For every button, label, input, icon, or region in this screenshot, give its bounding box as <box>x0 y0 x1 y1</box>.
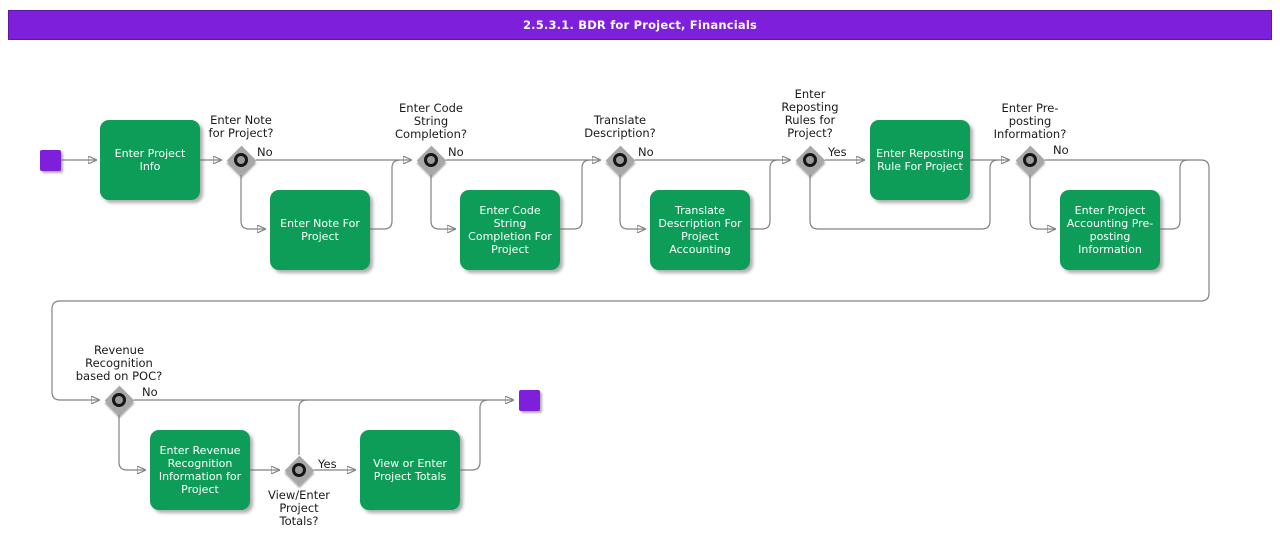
activity-enter-project-accounting-pre-posting-information: Enter Project Accounting Pre- posting In… <box>1060 190 1160 270</box>
activity-view-or-enter-project-totals: View or Enter Project Totals <box>360 430 460 510</box>
connector-decision4-bypass <box>809 159 999 230</box>
question-revenue-recognition-based-on-poc: Revenue Recognition based on POC? <box>75 343 163 383</box>
decision-circle-icon <box>803 153 817 167</box>
question-enter-note-for-project: Enter Note for Project? <box>208 113 274 140</box>
branch-label-yes-4: Yes <box>828 145 847 159</box>
branch-label-no-3: No <box>638 145 654 159</box>
connector-decision6-to-revenue-box <box>118 415 145 470</box>
activity-enter-project-info: Enter Project Info <box>100 120 200 200</box>
decision-circle-icon <box>613 153 627 167</box>
end-node <box>519 390 540 411</box>
activity-enter-note-for-project: Enter Note For Project <box>270 190 370 270</box>
connector-decision2-to-code-string-box <box>430 175 455 229</box>
question-enter-pre-posting-information: Enter Pre- posting Information? <box>993 101 1067 141</box>
decision-circle-icon <box>1023 153 1037 167</box>
connector-enter-note-box-merge <box>370 159 401 230</box>
connector-decision5-to-preposting-box <box>1029 175 1055 229</box>
decision-circle-icon <box>292 463 306 477</box>
diagram-title: 2.5.3.1. BDR for Project, Financials <box>522 18 758 32</box>
decision-enter-note-for-project <box>226 145 256 175</box>
decision-revenue-recognition-based-on-poc <box>104 385 134 415</box>
question-view-enter-project-totals: View/Enter Project Totals? <box>267 488 331 528</box>
question-enter-code-string-completion: Enter Code String Completion? <box>395 101 467 141</box>
branch-label-no-2: No <box>448 145 464 159</box>
decision-enter-pre-posting-information <box>1015 145 1045 175</box>
activity-translate-description-for-project-accounting: Translate Description For Project Accoun… <box>650 190 750 270</box>
connector-decision1-to-enter-note-box <box>240 175 265 229</box>
activity-enter-code-string-completion-for-project: Enter Code String Completion For Project <box>460 190 560 270</box>
question-translate-description: Translate Description? <box>584 113 656 140</box>
branch-label-no-1: No <box>257 145 273 159</box>
connector-code-string-box-merge <box>560 159 591 230</box>
connector-decision3-to-translate-box <box>619 175 645 229</box>
decision-circle-icon <box>112 393 126 407</box>
start-node <box>40 150 61 171</box>
connector-decision7-no-merge-up <box>298 399 308 455</box>
activity-enter-revenue-recognition-information-for-project: Enter Revenue Recognition Information fo… <box>150 430 250 510</box>
decision-circle-icon <box>424 153 438 167</box>
connector-totals-box-merge-to-end <box>460 399 489 471</box>
decision-circle-icon <box>234 153 248 167</box>
branch-label-no-6: No <box>142 385 158 399</box>
branch-label-yes-7: Yes <box>318 457 337 471</box>
decision-enter-reposting-rules-for-project <box>795 145 825 175</box>
title-bar: 2.5.3.1. BDR for Project, Financials <box>8 10 1272 40</box>
decision-translate-description <box>605 145 635 175</box>
connector-translate-box-merge <box>750 159 779 230</box>
connector-decision5-no-loop-to-decision6 <box>51 159 1210 400</box>
decision-view-enter-project-totals <box>284 455 314 485</box>
decision-enter-code-string-completion <box>416 145 446 175</box>
branch-label-no-5: No <box>1053 143 1069 157</box>
activity-enter-reposting-rule-for-project: Enter Reposting Rule For Project <box>870 120 970 200</box>
question-enter-reposting-rules-for-project: Enter Reposting Rules for Project? <box>781 87 839 140</box>
connector-preposting-box-merge <box>1160 159 1189 230</box>
